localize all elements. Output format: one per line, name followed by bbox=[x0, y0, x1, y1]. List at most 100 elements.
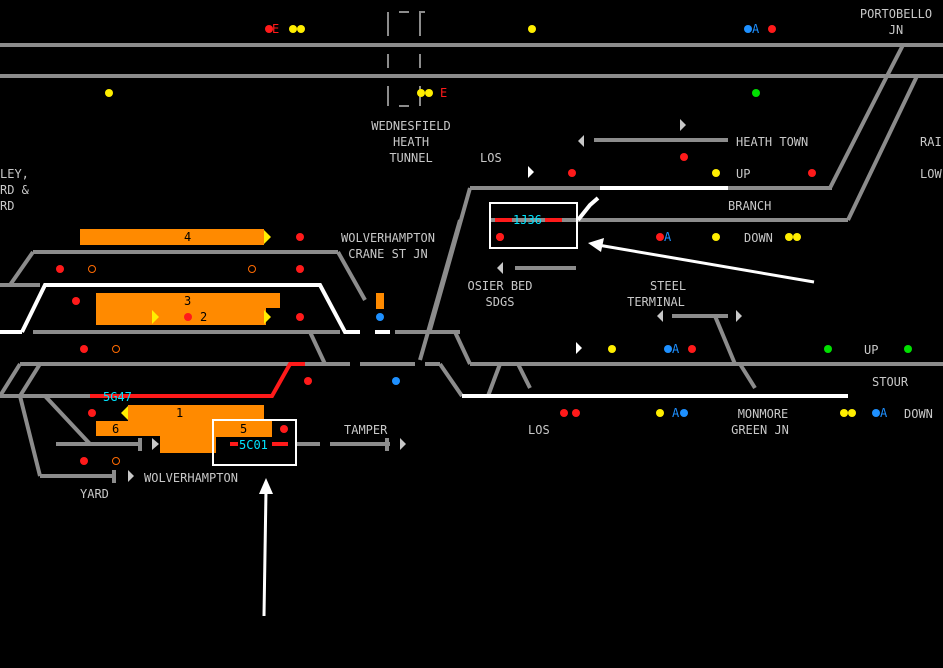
signal-blue[interactable] bbox=[680, 409, 688, 417]
signal-yellow[interactable] bbox=[712, 233, 720, 241]
signal-red[interactable] bbox=[80, 345, 88, 353]
berth-5c01[interactable]: 5C01 bbox=[239, 438, 268, 452]
signal-blue[interactable] bbox=[392, 377, 400, 385]
signal-shunt-ring[interactable] bbox=[112, 457, 120, 465]
label-up-mid: UP bbox=[864, 343, 879, 357]
signal-red[interactable] bbox=[72, 297, 80, 305]
signal-code-a: A bbox=[664, 230, 672, 244]
signal-blue[interactable] bbox=[744, 25, 752, 33]
signal-yellow[interactable] bbox=[840, 409, 848, 417]
signal-yellow[interactable] bbox=[712, 169, 720, 177]
signal-yellow[interactable] bbox=[793, 233, 801, 241]
signal-red[interactable] bbox=[304, 377, 312, 385]
platform-6 bbox=[96, 421, 216, 436]
signal-red[interactable] bbox=[56, 265, 64, 273]
route-set-layer bbox=[0, 186, 848, 398]
signal-yellow[interactable] bbox=[425, 89, 433, 97]
label-los-bottom: LOS bbox=[528, 423, 550, 437]
direction-arrow-left bbox=[578, 135, 584, 147]
signal-red[interactable] bbox=[296, 313, 304, 321]
label-up-top: UP bbox=[736, 167, 751, 181]
signal-yellow[interactable] bbox=[528, 25, 536, 33]
label-yard: YARD bbox=[80, 487, 109, 501]
platform-5 bbox=[216, 421, 272, 437]
platform-6-number: 6 bbox=[112, 422, 120, 436]
label-heath: HEATH bbox=[392, 135, 430, 149]
label-down-top: DOWN bbox=[744, 231, 773, 245]
label-monmore: MONMORE bbox=[737, 407, 789, 421]
platform-6-arrow bbox=[152, 438, 159, 450]
signal-green[interactable] bbox=[824, 345, 832, 353]
signal-red[interactable] bbox=[680, 153, 688, 161]
direction-arrow-right bbox=[736, 310, 742, 322]
buffer-stop bbox=[385, 438, 389, 451]
signal-shunt-ring[interactable] bbox=[248, 265, 256, 273]
platform-4-number: 4 bbox=[184, 230, 192, 244]
signal-red[interactable] bbox=[265, 25, 273, 33]
label-tamper: TAMPER bbox=[344, 423, 388, 437]
signal-yellow[interactable] bbox=[848, 409, 856, 417]
signal-red[interactable] bbox=[184, 313, 192, 321]
platform-4-arrow bbox=[264, 230, 271, 244]
signal-red[interactable] bbox=[568, 169, 576, 177]
signal-blue[interactable] bbox=[872, 409, 880, 417]
label-heath-town: HEATH TOWN bbox=[736, 135, 809, 149]
signal-yellow[interactable] bbox=[297, 25, 305, 33]
label-rd-and: RD & bbox=[0, 183, 29, 197]
signal-red[interactable] bbox=[572, 409, 580, 417]
berth-5g47[interactable]: 5G47 bbox=[103, 390, 132, 404]
signal-red[interactable] bbox=[656, 233, 664, 241]
direction-arrow-left bbox=[657, 310, 663, 322]
label-crane-st-jn: CRANE ST JN bbox=[348, 247, 428, 261]
direction-arrow-right bbox=[576, 342, 582, 354]
buffer-stop bbox=[112, 470, 116, 483]
signal-yellow[interactable] bbox=[105, 89, 113, 97]
label-low: LOW bbox=[920, 167, 942, 181]
signal-red[interactable] bbox=[88, 409, 96, 417]
signal-yellow[interactable] bbox=[656, 409, 664, 417]
signal-code-a: A bbox=[752, 22, 760, 36]
label-stour: STOUR bbox=[872, 375, 909, 389]
platform-1-arrow bbox=[121, 406, 128, 420]
platform-3-number: 3 bbox=[184, 294, 192, 308]
label-tunnel: TUNNEL bbox=[389, 151, 433, 165]
signal-green[interactable] bbox=[904, 345, 912, 353]
signal-yellow[interactable] bbox=[417, 89, 425, 97]
signal-red[interactable] bbox=[688, 345, 696, 353]
signal-yellow[interactable] bbox=[785, 233, 793, 241]
signal-red[interactable] bbox=[768, 25, 776, 33]
signal-green[interactable] bbox=[752, 89, 760, 97]
signal-red[interactable] bbox=[560, 409, 568, 417]
signal-shunt-ring[interactable] bbox=[112, 345, 120, 353]
label-ley: LEY, bbox=[0, 167, 29, 181]
platform-2-arrow bbox=[264, 310, 271, 324]
platform-4 bbox=[80, 229, 264, 245]
signal-code-e: E bbox=[440, 86, 448, 100]
signal-red[interactable] bbox=[296, 265, 304, 273]
berth-1j36[interactable]: 1J36 bbox=[513, 213, 542, 227]
platform-6-extension bbox=[160, 436, 216, 453]
label-rd: RD bbox=[0, 199, 15, 213]
signal-red[interactable] bbox=[808, 169, 816, 177]
signal-code-a: A bbox=[880, 406, 888, 420]
signal-yellow[interactable] bbox=[289, 25, 297, 33]
platform-1 bbox=[128, 405, 264, 421]
platform-2 bbox=[96, 308, 266, 325]
crane-st-stub bbox=[376, 293, 384, 309]
highlight-box-1j36 bbox=[489, 202, 578, 249]
label-rai: RAI bbox=[920, 135, 942, 149]
direction-arrow-right bbox=[528, 166, 534, 178]
label-wolverhampton-crane: WOLVERHAMPTON bbox=[341, 231, 435, 245]
signal-red[interactable] bbox=[280, 425, 288, 433]
signal-shunt-ring[interactable] bbox=[88, 265, 96, 273]
signal-blue[interactable] bbox=[664, 345, 672, 353]
signal-yellow[interactable] bbox=[608, 345, 616, 353]
label-los-top: LOS bbox=[480, 151, 502, 165]
signal-blue[interactable] bbox=[376, 313, 384, 321]
signal-red[interactable] bbox=[496, 233, 504, 241]
signal-red[interactable] bbox=[296, 233, 304, 241]
occupied-track-layer bbox=[90, 218, 562, 446]
label-portobello-jn: JN bbox=[888, 23, 904, 37]
signal-red[interactable] bbox=[80, 457, 88, 465]
label-steel: STEEL bbox=[649, 279, 687, 293]
